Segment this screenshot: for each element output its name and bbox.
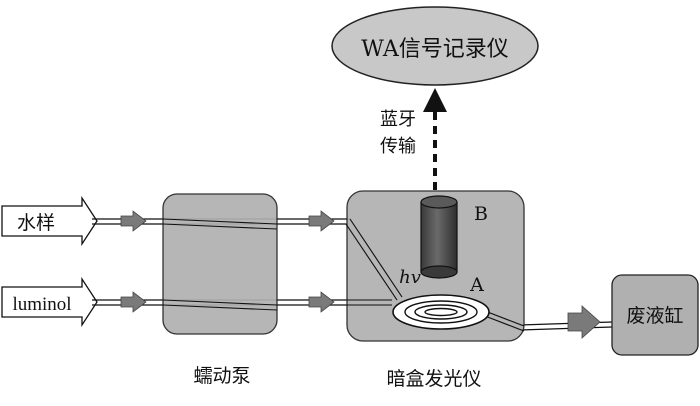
waste-label: 废液缸 bbox=[626, 305, 683, 327]
input-label-water: 水样 bbox=[17, 212, 55, 234]
spiral-flow-cell bbox=[392, 294, 490, 330]
waste-box bbox=[611, 274, 699, 356]
recorder-ellipse bbox=[331, 6, 539, 86]
darkbox-label: 暗盒发光仪 bbox=[386, 368, 481, 390]
flow-arrow-luminol-1 bbox=[120, 291, 147, 313]
bluetooth-label-line2: 传输 bbox=[380, 136, 416, 157]
flow-arrows bbox=[120, 210, 601, 339]
input-arrow-outline bbox=[1, 195, 98, 247]
detector-label: B bbox=[474, 203, 488, 225]
detector-cylinder bbox=[420, 195, 458, 279]
photon-label: hv bbox=[399, 267, 421, 288]
input-label-luminol: luminol bbox=[12, 294, 71, 315]
waste-container: 废液缸 bbox=[611, 274, 699, 356]
signal-recorder: WA信号记录仪 bbox=[331, 6, 539, 86]
flow-arrow-water-1 bbox=[120, 210, 147, 232]
input-luminol: luminol bbox=[1, 276, 98, 328]
recorder-label: WA信号记录仪 bbox=[361, 37, 508, 62]
pump-label: 蠕动泵 bbox=[193, 365, 250, 387]
flow-arrow-water-2 bbox=[308, 210, 335, 232]
bluetooth-link: 蓝牙 传输 bbox=[380, 88, 447, 190]
pump-box bbox=[162, 193, 278, 335]
flow-arrow-luminol-2 bbox=[308, 291, 335, 313]
cell-label: A bbox=[469, 274, 484, 296]
input-arrow-outline bbox=[1, 276, 98, 328]
bluetooth-label-line1: 蓝牙 bbox=[380, 109, 416, 130]
dark-box-luminometer: B A hv 暗盒发光仪 bbox=[345, 190, 525, 390]
peristaltic-pump: 蠕动泵 bbox=[162, 193, 278, 387]
bluetooth-arrowhead bbox=[423, 88, 447, 112]
flow-arrow-outlet bbox=[567, 305, 601, 339]
input-water-sample: 水样 bbox=[1, 195, 98, 247]
